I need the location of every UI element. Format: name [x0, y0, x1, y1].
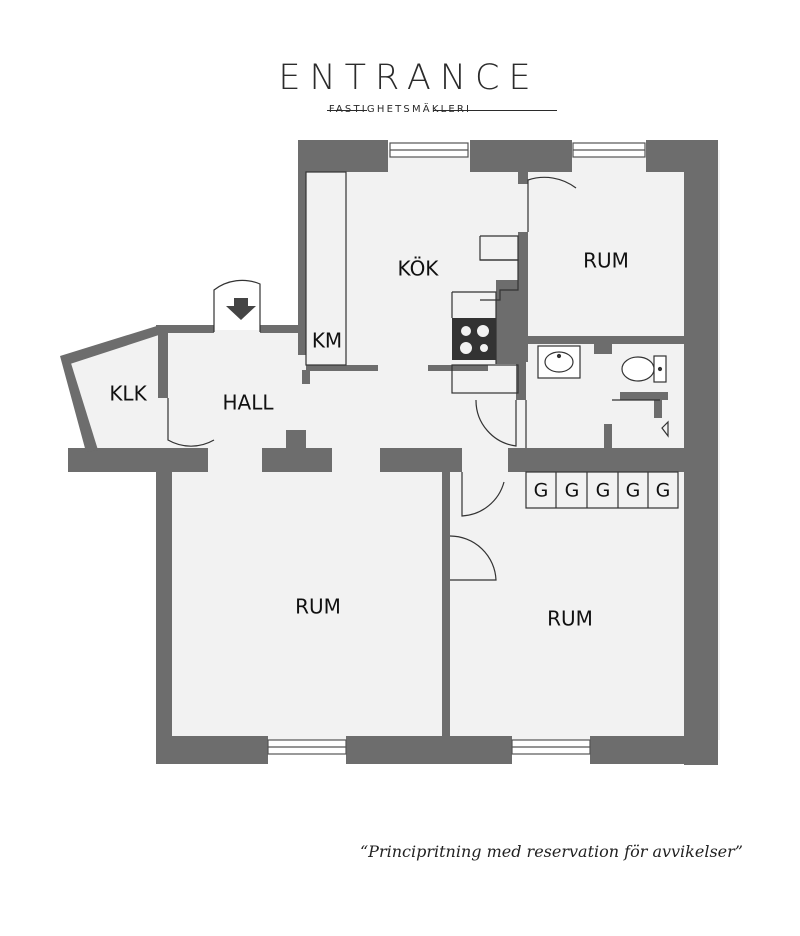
- wall-bath-left: [516, 344, 526, 400]
- wall-bottom-3: [590, 736, 718, 764]
- wall-bed-stub: [518, 172, 528, 184]
- brand-header: ENTRANCE FASTIGHETSMÄKLERI: [0, 0, 800, 130]
- kitchen-counter-2: [480, 259, 519, 301]
- wall-top-2: [470, 140, 572, 172]
- sink-icon: [537, 345, 581, 379]
- wall-mid-3: [380, 448, 462, 472]
- brand-divider-right: [433, 110, 557, 111]
- room-label-km: KM: [312, 329, 342, 353]
- window-icon: [572, 142, 646, 158]
- door-swing-icon: [167, 398, 215, 447]
- wardrobe-label: G: [596, 480, 611, 502]
- km-cabinet: [305, 171, 347, 366]
- wall-mid-4: [508, 448, 684, 472]
- wall-closet-left: [60, 356, 98, 452]
- door-swing-icon: [475, 399, 517, 447]
- wall-mid-2: [262, 448, 332, 472]
- stove-icon: [452, 318, 496, 360]
- door-swing-icon: [461, 472, 505, 517]
- wardrobe-row: [525, 471, 679, 509]
- wall-left-lower: [156, 450, 172, 764]
- wall-bath-lower: [604, 424, 612, 450]
- brand-tagline: FASTIGHETSMÄKLERI: [328, 104, 472, 115]
- wall-top-1: [298, 140, 388, 172]
- toilet-icon: [621, 355, 667, 383]
- wardrobe-labels: G G G G G: [534, 480, 671, 502]
- room-label-kitchen: KÖK: [398, 257, 440, 281]
- wall-closet-right: [158, 330, 168, 398]
- wardrobe-label: G: [656, 480, 671, 502]
- door-swing-icon: [527, 176, 577, 232]
- wall-bottom-2: [346, 736, 512, 764]
- room-label-living-right: RUM: [547, 607, 593, 631]
- window-icon: [267, 739, 347, 755]
- wall-bed-bottom: [518, 336, 684, 344]
- wall-kitchen-bottom: [428, 365, 488, 371]
- wall-hall-piece: [286, 430, 306, 450]
- door-swing-icon: [449, 535, 497, 581]
- wardrobe-label: G: [565, 480, 580, 502]
- wall-hall-top-2: [260, 325, 306, 333]
- tap-icon: [661, 420, 669, 438]
- brand-divider-left: [327, 110, 367, 111]
- wall-bath-right-stub: [654, 400, 662, 418]
- wall-divider-living: [442, 472, 450, 736]
- wall-bath-shelf: [620, 392, 668, 400]
- wardrobe-label: G: [626, 480, 641, 502]
- wall-left-kitchen: [298, 140, 306, 355]
- room-label-hall: HALL: [222, 391, 274, 415]
- window-icon: [389, 142, 469, 158]
- kitchen-counter-low: [451, 364, 519, 394]
- wall-km-bottom: [306, 365, 378, 371]
- fixtures: [305, 171, 679, 509]
- wardrobe-label: G: [534, 480, 549, 502]
- door-swing-icon: [213, 279, 261, 332]
- windows: [267, 142, 646, 755]
- door-swings: [167, 176, 577, 581]
- window-icon: [511, 739, 591, 755]
- wall-right: [684, 140, 718, 765]
- walls: [60, 140, 718, 765]
- wall-bottom-1: [156, 736, 268, 764]
- disclaimer-text: “Principritning med reservation för avvi…: [360, 842, 743, 861]
- room-labels: KÖK RUM KM KLK HALL RUM RUM: [109, 249, 629, 631]
- brand-logo: ENTRANCE: [278, 58, 540, 98]
- room-label-bedroom-top: RUM: [583, 249, 629, 273]
- room-label-living-left: RUM: [295, 595, 341, 619]
- wall-mid-1: [68, 448, 208, 472]
- wall-hall-stub: [302, 370, 310, 384]
- wall-hall-top-1: [156, 325, 214, 333]
- wall-bed-left: [518, 232, 528, 362]
- entrance-arrow-icon: [226, 298, 256, 320]
- wall-bath-piece: [594, 344, 612, 354]
- wall-closet-top: [60, 325, 165, 364]
- room-label-closet: KLK: [109, 382, 147, 406]
